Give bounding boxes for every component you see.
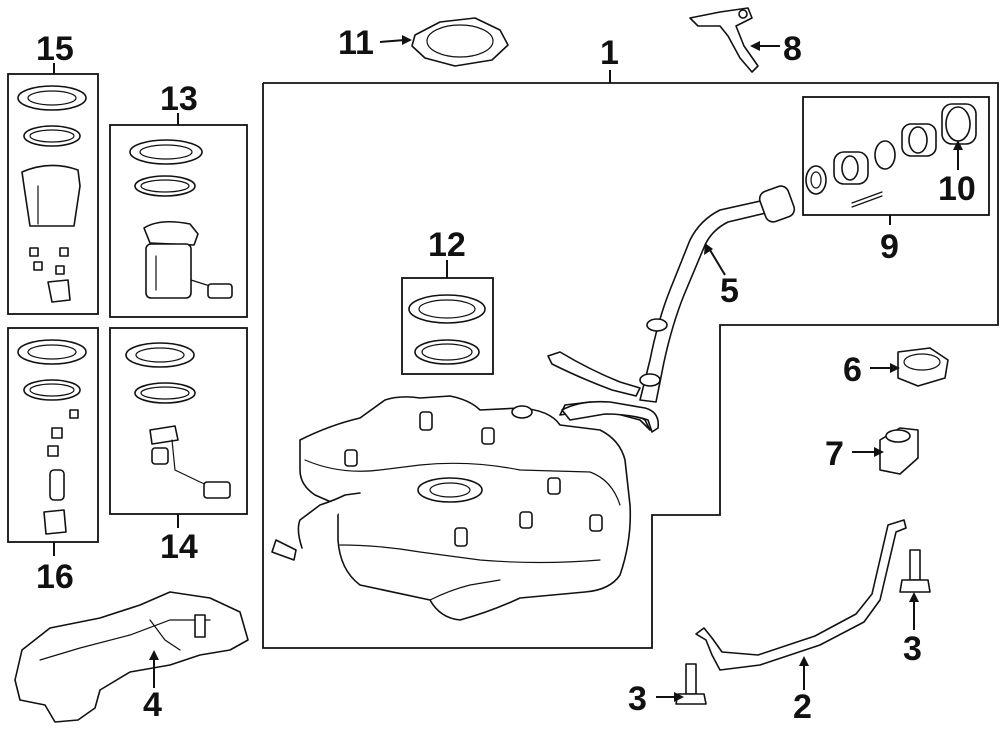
bracket — [689, 7, 759, 73]
filler-neck-parts-box — [802, 96, 990, 216]
fuel-pump-module-13 — [129, 139, 233, 299]
callout-14: 14 — [160, 528, 198, 566]
fuel-tank-assembly-box — [262, 82, 999, 649]
callout-3-right: 3 — [903, 630, 922, 668]
callout-7: 7 — [825, 435, 844, 473]
fuel-cap-part-7 — [879, 427, 919, 475]
fuel-tank-strap — [695, 519, 907, 671]
callout-16: 16 — [36, 558, 74, 596]
heat-shield — [14, 591, 249, 723]
callout-10: 10 — [938, 170, 976, 208]
callout-3-left: 3 — [628, 680, 647, 718]
callout-5: 5 — [720, 272, 739, 310]
fuel-pump-module-16 — [17, 339, 87, 535]
callout-2: 2 — [793, 688, 812, 726]
arrowheads — [149, 35, 963, 702]
fuel-cap-part-6 — [897, 347, 949, 387]
callout-15: 15 — [36, 30, 74, 68]
callout-12: 12 — [428, 226, 466, 264]
fuel-filler-pipe — [547, 185, 796, 433]
callout-8: 8 — [783, 30, 802, 68]
filler-neck-parts — [805, 103, 977, 208]
fuel-tank — [271, 395, 651, 621]
callout-4: 4 — [143, 686, 162, 724]
bolt-left — [675, 663, 707, 705]
bolt-right — [899, 549, 931, 593]
pump-gasket-set — [408, 294, 486, 365]
fuel-pump-module-15 — [17, 85, 87, 303]
fuel-gauge-sender-14 — [125, 342, 231, 499]
callout-1: 1 — [600, 34, 619, 72]
callout-13: 13 — [160, 80, 198, 118]
callout-6: 6 — [843, 351, 862, 389]
lock-ring — [411, 17, 509, 67]
callout-11: 11 — [338, 24, 374, 62]
callout-9: 9 — [880, 228, 899, 266]
